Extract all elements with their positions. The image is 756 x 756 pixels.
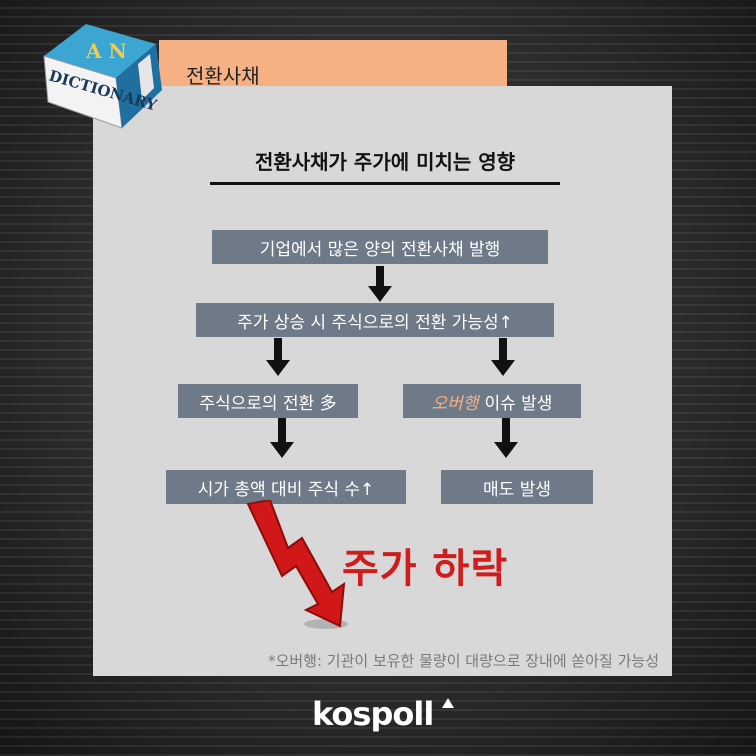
crash-arrow-icon xyxy=(246,500,348,629)
main-title: 전환사채가 주가에 미치는 영향 xyxy=(254,150,516,174)
arrow-down-icon xyxy=(491,338,515,376)
flow-left-conversion-many: 주식으로의 전환 多 xyxy=(178,384,358,418)
book-letters: A N xyxy=(85,39,127,63)
arrow-down-icon xyxy=(368,266,392,302)
stock-price-drop-label: 주가 하락 xyxy=(342,546,509,592)
flow-left-share-count-up: 시가 총액 대비 주식 수↑ xyxy=(166,470,406,504)
arrow-down-icon xyxy=(266,338,290,376)
title-underline xyxy=(210,182,560,185)
overhang-term: 오버행 xyxy=(431,393,479,414)
brand-logo: kospoll xyxy=(312,695,434,733)
arrow-down-icon xyxy=(494,418,518,458)
flow-right-overhang-issue: 오버행 이슈 발생 xyxy=(403,384,581,418)
flow-step-issue-cb: 기업에서 많은 양의 전환사채 발행 xyxy=(212,230,548,264)
arrow-down-icon xyxy=(270,418,294,458)
footnote: *오버행: 기관이 보유한 물량이 대량으로 장내에 쏟아질 가능성 xyxy=(268,652,659,670)
tab-label: 전환사채 xyxy=(186,64,260,88)
flow-step-conversion-possibility: 주가 상승 시 주식으로의 전환 가능성↑ xyxy=(196,303,554,337)
overhang-rest: 이슈 발생 xyxy=(484,393,553,414)
dictionary-book-icon: A N DICTIONARY xyxy=(43,24,162,129)
brand-triangle-icon xyxy=(442,698,454,708)
flow-right-sell-off: 매도 발생 xyxy=(441,470,593,504)
